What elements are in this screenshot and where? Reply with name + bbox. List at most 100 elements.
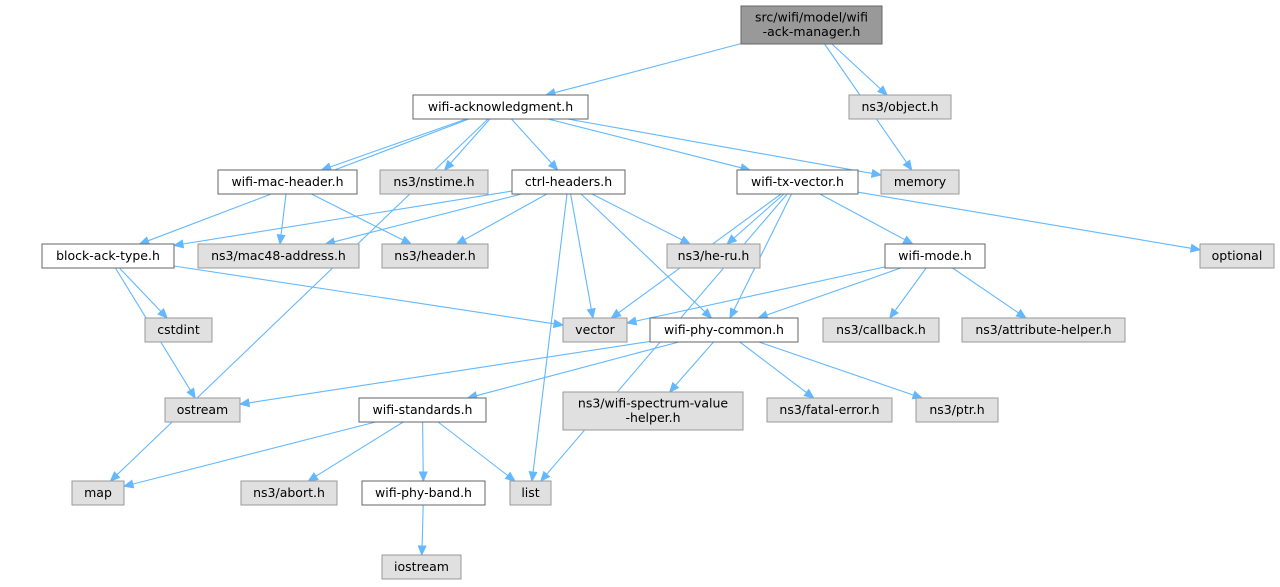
- node-label-memory: memory: [894, 174, 947, 189]
- edge-standards-to-list: [437, 421, 509, 476]
- node-label-phycommon: wifi-phy-common.h: [664, 322, 784, 337]
- node-ackmgr[interactable]: src/wifi/model/wifi-ack-manager.h: [740, 5, 883, 45]
- node-label-fatal: ns3/fatal-error.h: [779, 402, 879, 417]
- node-box-ostream: [164, 397, 241, 423]
- node-heru: ns3/he-ru.h: [666, 243, 761, 269]
- arrowhead-txvec-to-list: [539, 470, 551, 482]
- node-box-ptr: [915, 397, 999, 423]
- node-phycommon[interactable]: wifi-phy-common.h: [649, 317, 799, 343]
- edge-machdr-to-header: [311, 193, 404, 241]
- edge-ctrl-to-heru: [591, 193, 683, 241]
- arrowhead-machdr-to-header: [400, 235, 413, 245]
- edge-ackdoc-to-ctrl: [510, 118, 553, 164]
- edge-machdr-to-mac48: [280, 193, 287, 236]
- node-label-txvec: wifi-tx-vector.h: [751, 174, 844, 189]
- node-cstdint: cstdint: [144, 317, 213, 343]
- node-label-header: ns3/header.h: [394, 248, 475, 263]
- node-box-ctrl: [511, 169, 626, 195]
- node-box-wifimode: [884, 243, 986, 269]
- edge-ctrl-to-blockack: [182, 190, 513, 245]
- node-box-iostream: [381, 554, 462, 580]
- node-ackdoc[interactable]: wifi-acknowledgment.h: [412, 94, 589, 120]
- edge-ctrl-to-vector: [570, 193, 592, 310]
- node-label-ackmgr: -ack-manager.h: [763, 24, 861, 39]
- node-label-ostream: ostream: [177, 402, 228, 417]
- edge-phycommon-to-spectrum: [675, 341, 714, 386]
- arrowhead-blockack-to-cstdint: [157, 308, 168, 319]
- node-box-txvec: [736, 169, 859, 195]
- arrowhead-standards-to-map: [122, 479, 135, 489]
- node-label-optional: optional: [1212, 248, 1263, 263]
- edge-ackdoc-to-machdr: [329, 118, 467, 168]
- node-txvec[interactable]: wifi-tx-vector.h: [736, 169, 859, 195]
- arrowhead-txvec-to-optional: [1189, 243, 1202, 253]
- edge-txvec-to-heru: [733, 193, 785, 239]
- edge-layer: [109, 43, 1202, 557]
- edge-ackdoc-to-nstime: [450, 118, 491, 164]
- edge-standards-to-phyband: [422, 421, 424, 473]
- edge-txvec-to-wifimode: [819, 193, 906, 241]
- node-iostream: iostream: [381, 554, 462, 580]
- node-list: list: [509, 480, 552, 506]
- node-box-abort: [240, 480, 338, 506]
- node-machdr[interactable]: wifi-mac-header.h: [217, 169, 358, 195]
- arrowhead-wifimode-to-attrhelper: [1015, 308, 1027, 319]
- edge-phycommon-to-ostream: [248, 340, 651, 404]
- node-label-cstdint: cstdint: [157, 322, 200, 337]
- arrowhead-ctrl-to-header: [455, 235, 468, 245]
- arrowhead-wifimode-to-vector: [625, 316, 638, 326]
- arrowhead-wifimode-to-callback: [889, 307, 899, 320]
- node-label-abort: ns3/abort.h: [253, 485, 325, 500]
- edge-wifimode-to-phycommon: [766, 267, 901, 316]
- node-box-list: [509, 480, 552, 506]
- node-box-cstdint: [144, 317, 213, 343]
- arrowhead-txvec-to-heru: [726, 234, 738, 245]
- node-box-map: [71, 480, 125, 506]
- node-label-object: ns3/object.h: [861, 99, 938, 114]
- arrowhead-ackdoc-to-memory: [870, 168, 883, 178]
- node-label-vector: vector: [575, 322, 616, 337]
- arrowhead-phycommon-to-ostream: [238, 398, 251, 408]
- edge-phycommon-to-fatal: [739, 341, 807, 394]
- node-ctrl[interactable]: ctrl-headers.h: [511, 169, 626, 195]
- edge-ctrl-to-header: [464, 193, 548, 241]
- arrowhead-machdr-to-mac48: [276, 234, 286, 246]
- node-callback: ns3/callback.h: [822, 317, 940, 343]
- node-label-phyband: wifi-phy-band.h: [375, 485, 472, 500]
- node-blockack[interactable]: block-ack-type.h: [41, 243, 175, 269]
- node-box-blockack: [41, 243, 175, 269]
- node-box-optional: [1199, 243, 1275, 269]
- arrowhead-ctrl-to-phycommon: [701, 308, 713, 319]
- node-box-header: [381, 243, 489, 269]
- node-wifimode[interactable]: wifi-mode.h: [884, 243, 986, 269]
- node-phyband[interactable]: wifi-phy-band.h: [361, 480, 486, 506]
- edge-standards-to-map: [132, 421, 376, 485]
- node-label-wifimode: wifi-mode.h: [898, 248, 971, 263]
- node-ostream: ostream: [164, 397, 241, 423]
- arrowhead-ctrl-to-heru: [679, 235, 692, 245]
- node-standards[interactable]: wifi-standards.h: [358, 397, 487, 423]
- node-label-list: list: [521, 485, 539, 500]
- node-label-map: map: [84, 485, 112, 500]
- node-label-attrhelper: ns3/attribute-helper.h: [975, 322, 1111, 337]
- edge-txvec-to-optional: [857, 191, 1192, 249]
- node-box-vector: [562, 317, 628, 343]
- node-box-memory: [880, 169, 960, 195]
- arrowhead-ackmgr-to-object: [877, 85, 888, 96]
- arrowhead-ackdoc-to-ctrl: [547, 159, 559, 171]
- arrowhead-phycommon-to-spectrum: [668, 381, 680, 393]
- node-box-nstime: [379, 169, 489, 195]
- edge-phycommon-to-ptr: [758, 341, 914, 396]
- arrowhead-ackdoc-to-nstime: [443, 159, 455, 171]
- node-abort: ns3/abort.h: [240, 480, 338, 506]
- arrowhead-phycommon-to-fatal: [803, 388, 815, 399]
- node-box-machdr: [217, 169, 358, 195]
- arrowhead-standards-to-list: [504, 471, 516, 482]
- node-vector: vector: [562, 317, 628, 343]
- node-label-callback: ns3/callback.h: [836, 322, 926, 337]
- edge-standards-to-abort: [315, 421, 404, 477]
- edge-ctrl-to-phycommon: [580, 193, 706, 313]
- arrowhead-standards-to-phyband: [418, 471, 428, 483]
- edge-ackmgr-to-ackdoc: [554, 43, 742, 94]
